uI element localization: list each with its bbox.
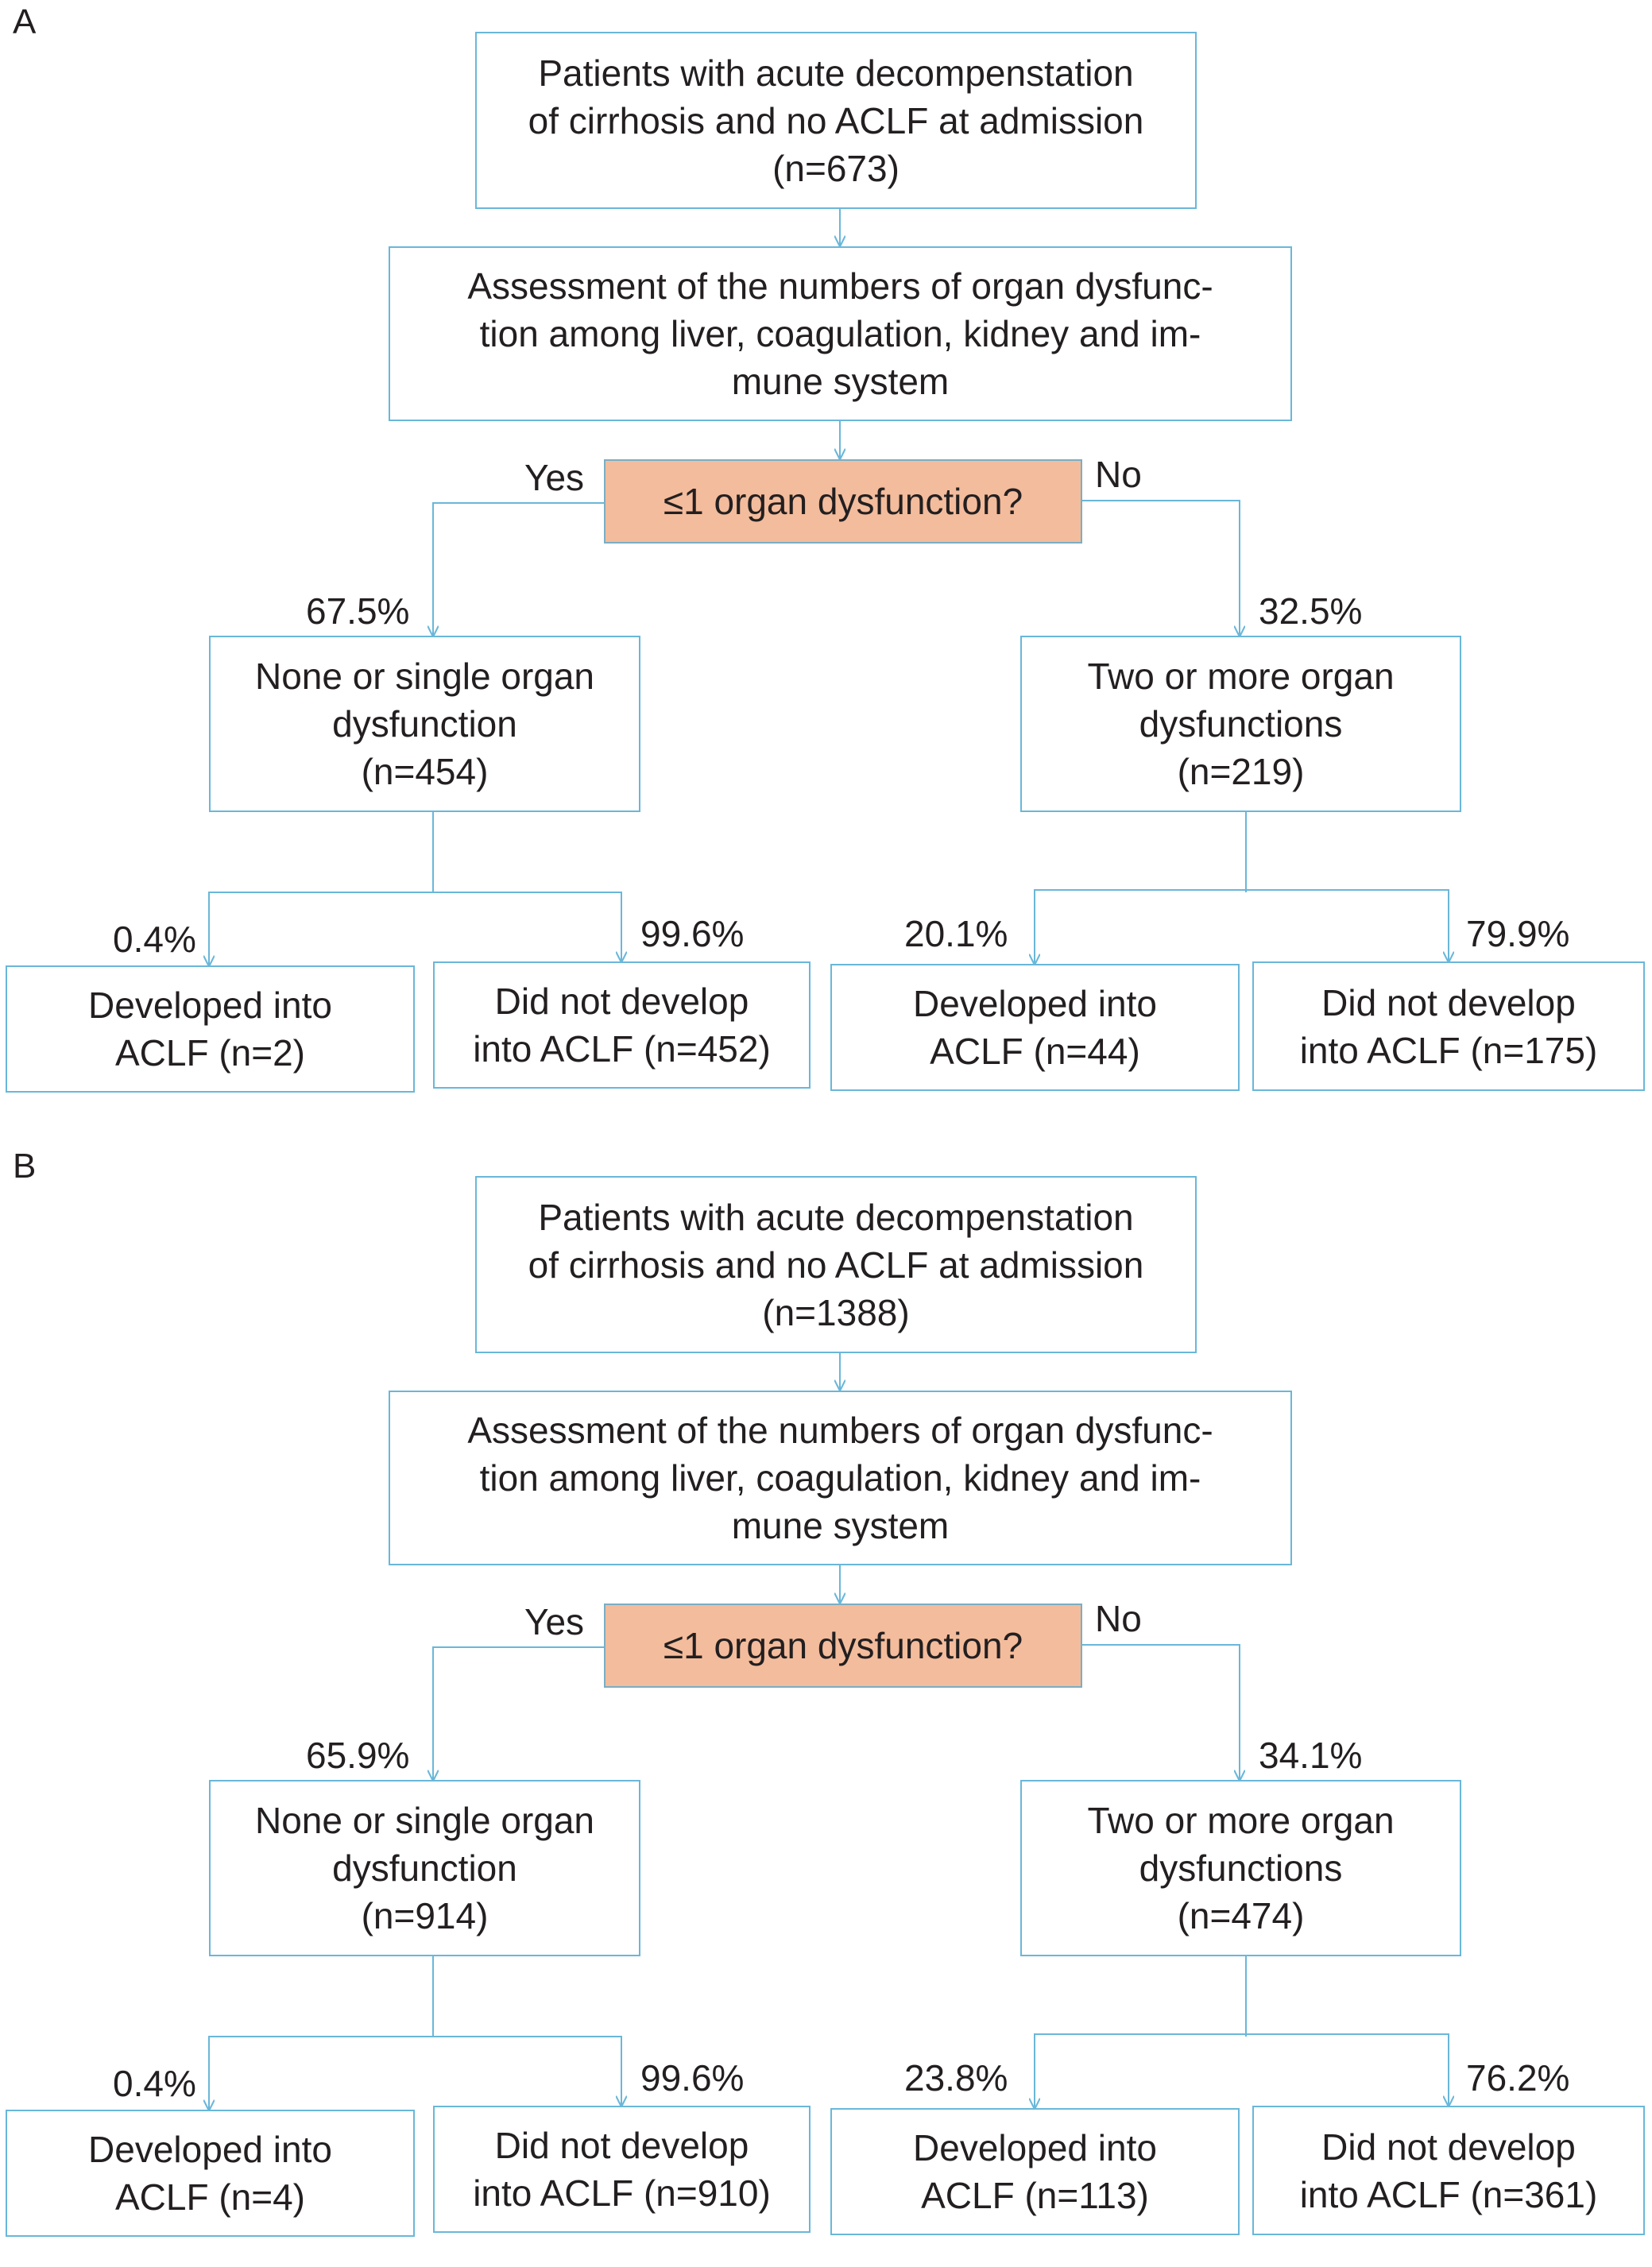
left-not-developed-percentage: 99.6% (640, 913, 745, 954)
right-developed-box: Developed into ACLF (n=44) (830, 964, 1240, 1091)
flowchart-panel-a: A Patients with acute decompenstation of… (0, 0, 1652, 1123)
line-right-fork (1034, 889, 1449, 964)
no-percentage: 32.5% (1259, 590, 1363, 632)
arrow-yes-branch (433, 502, 604, 636)
line-left-fork (208, 2036, 622, 2110)
connector-lines (0, 1353, 1652, 2267)
right-not-developed-box: Did not develop into ACLF (n=175) (1252, 961, 1645, 1091)
flowchart-panel-b: B Patients with acute decompenstation of… (0, 1144, 1652, 2267)
connector-lines (0, 209, 1652, 1123)
yes-percentage: 67.5% (306, 590, 410, 632)
single-organ-box: None or single organ dysfunction (n=914) (209, 1780, 640, 1956)
panel-label: B (13, 1147, 37, 1186)
right-not-developed-percentage: 76.2% (1466, 2057, 1570, 2099)
multi-organ-box: Two or more organ dysfunctions (n=474) (1020, 1780, 1461, 1956)
multi-organ-box: Two or more organ dysfunctions (n=219) (1020, 636, 1461, 812)
left-not-developed-box: Did not develop into ACLF (n=910) (433, 2106, 811, 2233)
left-developed-box: Developed into ACLF (n=2) (6, 965, 415, 1093)
right-not-developed-percentage: 79.9% (1466, 913, 1570, 954)
left-not-developed-percentage: 99.6% (640, 2057, 745, 2099)
assessment-box: Assessment of the numbers of organ dysfu… (389, 1391, 1292, 1565)
yes-label: Yes (524, 457, 585, 498)
no-percentage: 34.1% (1259, 1735, 1363, 1776)
start-box: Patients with acute decompenstation of c… (475, 32, 1197, 209)
assessment-box: Assessment of the numbers of organ dysfu… (389, 246, 1292, 421)
yes-percentage: 65.9% (306, 1735, 410, 1776)
left-developed-box: Developed into ACLF (n=4) (6, 2110, 415, 2237)
left-developed-percentage: 0.4% (113, 2063, 196, 2104)
start-box: Patients with acute decompenstation of c… (475, 1176, 1197, 1353)
left-not-developed-box: Did not develop into ACLF (n=452) (433, 961, 811, 1089)
right-developed-percentage: 20.1% (904, 913, 1008, 954)
right-not-developed-box: Did not develop into ACLF (n=361) (1252, 2106, 1645, 2235)
decision-box: ≤1 organ dysfunction? (604, 1604, 1082, 1688)
yes-label: Yes (524, 1601, 585, 1642)
decision-box: ≤1 organ dysfunction? (604, 459, 1082, 544)
single-organ-box: None or single organ dysfunction (n=454) (209, 636, 640, 812)
no-label: No (1095, 454, 1142, 495)
left-developed-percentage: 0.4% (113, 919, 196, 960)
panel-label: A (13, 2, 37, 41)
right-developed-box: Developed into ACLF (n=113) (830, 2108, 1240, 2235)
right-developed-percentage: 23.8% (904, 2057, 1008, 2099)
arrow-no-branch (1082, 500, 1240, 636)
arrow-yes-branch (433, 1646, 604, 1780)
line-left-fork (208, 892, 622, 965)
arrow-no-branch (1082, 1644, 1240, 1780)
line-right-fork (1034, 2033, 1449, 2108)
no-label: No (1095, 1598, 1142, 1639)
